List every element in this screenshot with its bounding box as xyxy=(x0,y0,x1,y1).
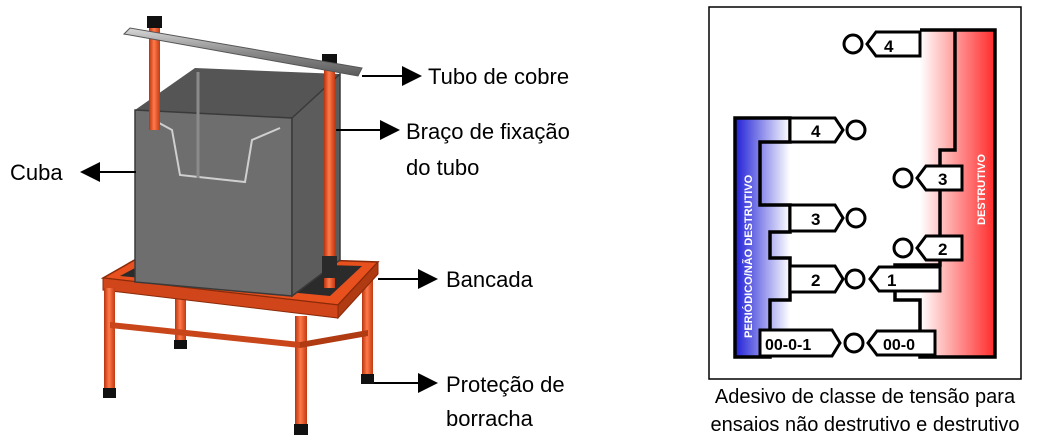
voltage-class-sticker: 4 4 3 3 2 2 1 00-0-1 00-0 PERIÓDICO/NÃO … xyxy=(708,6,1022,380)
right-path xyxy=(893,28,997,359)
copper-tube xyxy=(122,27,363,77)
tag-right-3 xyxy=(892,164,964,192)
fixing-arm-right xyxy=(324,62,335,288)
tag-text: 3 xyxy=(811,210,820,229)
tank-front xyxy=(134,109,293,297)
left-band-label: PERIÓDICO/NÃO DESTRUTIVO xyxy=(742,174,755,338)
rubber-foot xyxy=(174,340,187,349)
tag-left-00 xyxy=(758,328,865,358)
arm-cap xyxy=(147,16,162,28)
tag-text: 00-0-1 xyxy=(765,337,811,354)
tag-text: 00-0 xyxy=(883,337,915,354)
bench-side-rail xyxy=(337,260,379,320)
sticker-caption-line2: ensaios não destrutivo e destrutivo xyxy=(710,414,1020,436)
front-leg-right xyxy=(295,316,307,428)
label-protecao-line2: borracha xyxy=(446,406,533,431)
rubber-foot xyxy=(361,374,374,384)
right-band-label: DESTRUTIVO xyxy=(976,154,988,225)
tank-back xyxy=(135,68,340,118)
left-band xyxy=(735,118,790,357)
lower-rail-side xyxy=(300,330,368,348)
tag-text: 3 xyxy=(938,170,947,189)
tag-right-1 xyxy=(868,265,942,293)
fixing-arm-left xyxy=(149,24,160,130)
test-apparatus xyxy=(100,16,380,435)
label-braco-line1: Braço de fixação xyxy=(406,119,570,144)
sticker-caption-line1: Adesivo de classe de tensão para xyxy=(714,386,1016,408)
tag-left-4 xyxy=(788,116,867,144)
arm-base xyxy=(322,256,337,278)
label-tubo-de-cobre: Tubo de cobre xyxy=(428,64,570,89)
front-leg-left xyxy=(104,288,115,392)
tag-left-2 xyxy=(788,264,866,294)
back-leg-right xyxy=(362,276,373,376)
tag-left-3 xyxy=(788,203,867,233)
label-braco-line2: do tubo xyxy=(406,155,480,180)
tag-right-2 xyxy=(892,234,964,262)
lower-rail xyxy=(110,322,300,348)
label-bancada: Bancada xyxy=(446,267,533,292)
tag-text: 4 xyxy=(811,122,821,141)
tank-notch xyxy=(149,117,281,184)
tag-text: 1 xyxy=(887,271,896,290)
tag-right-00 xyxy=(866,329,937,357)
leader-arrows xyxy=(80,66,438,393)
label-protecao-line1: Proteção de xyxy=(446,372,565,397)
back-leg-left xyxy=(175,292,186,344)
rubber-foot xyxy=(103,388,116,398)
tag-right-4 xyxy=(842,30,922,58)
tag-text: 4 xyxy=(884,37,894,56)
tag-text: 2 xyxy=(938,240,947,259)
label-cuba: Cuba xyxy=(10,160,63,185)
rubber-foot xyxy=(294,424,308,435)
tag-text: 2 xyxy=(811,271,820,290)
